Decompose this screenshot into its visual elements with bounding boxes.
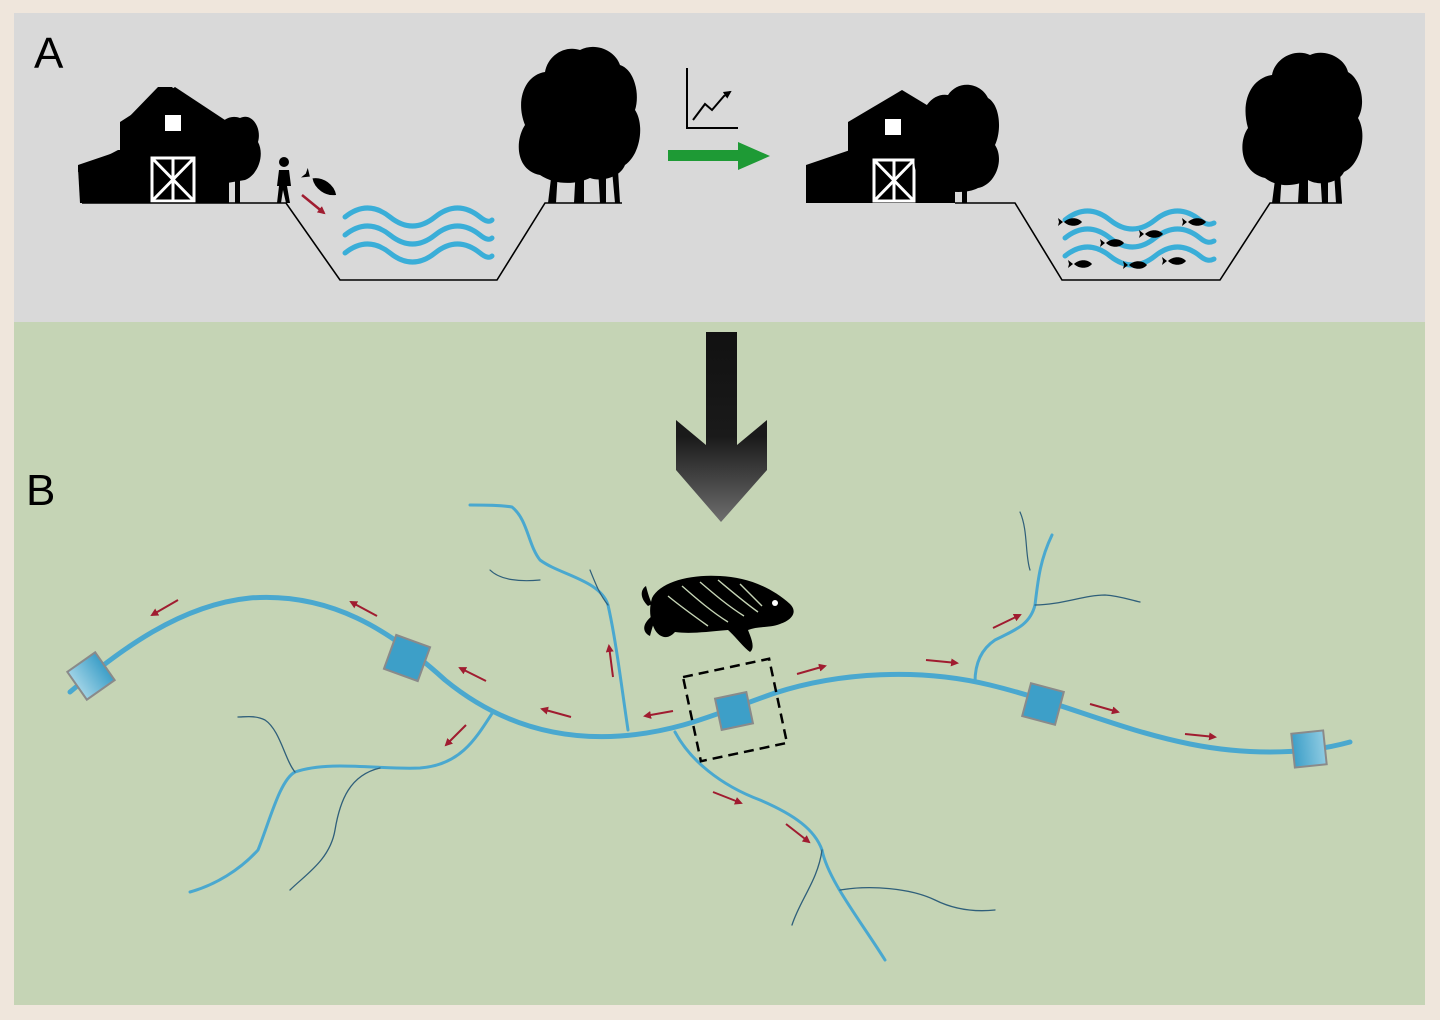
pond-cross-section xyxy=(955,202,1342,281)
main-river xyxy=(67,594,1353,755)
water-waves xyxy=(342,205,495,265)
tributary-network xyxy=(188,503,1141,962)
down-arrow xyxy=(676,332,767,522)
person-icon xyxy=(277,157,291,203)
pond-site xyxy=(382,633,432,683)
panel-b-label: B xyxy=(26,466,55,515)
pond-cross-section xyxy=(82,202,622,281)
tree-icon xyxy=(518,46,641,203)
pond-site xyxy=(1290,729,1328,769)
tree-icon xyxy=(1242,52,1363,203)
dispersal-arrows xyxy=(150,599,1217,844)
pond-site xyxy=(1020,681,1066,727)
pond-site-focal xyxy=(713,690,755,732)
tree-icon xyxy=(914,84,1000,203)
tree-icon xyxy=(205,116,261,203)
progress-arrow xyxy=(668,142,770,170)
growth-chart-icon xyxy=(686,68,738,129)
fish-icon xyxy=(298,165,338,196)
tilapia-icon xyxy=(641,575,794,652)
stocking-arrow xyxy=(301,194,326,215)
panel-a-label: A xyxy=(34,29,64,78)
pond-site xyxy=(65,650,117,702)
barn-icon xyxy=(78,87,228,203)
